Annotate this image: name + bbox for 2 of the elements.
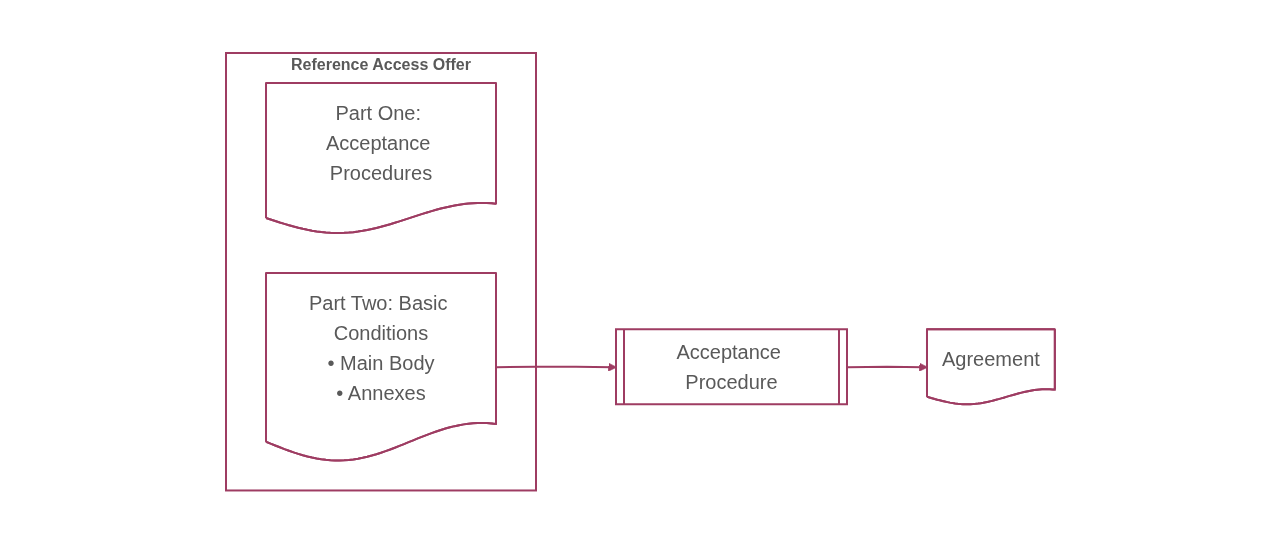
arrow: [495, 363, 617, 372]
arrow: [846, 363, 928, 372]
